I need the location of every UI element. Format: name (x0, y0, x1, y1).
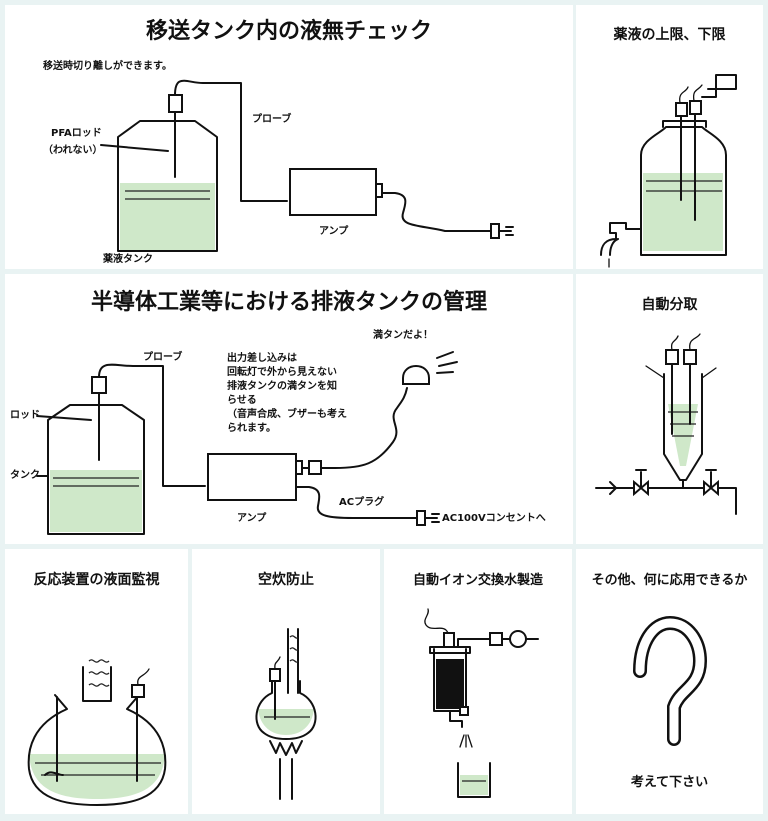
ac-plug-label: ACプラグ (339, 497, 385, 508)
panel-title: 半導体工業等における排液タンクの管理 (90, 290, 487, 315)
panel-upper-lower: 薬液の上限、下限 (576, 5, 763, 269)
amp-label: アンプ (319, 226, 349, 237)
semiconductor-diagram (36, 351, 458, 535)
panel-tank-check: 移送タンク内の液無チェック 移送時切り離しができます。 プローブ PFAロッド … (5, 5, 573, 269)
detach-label: 移送時切り離しができます。 (43, 61, 172, 72)
tank-label: 薬液タンク (103, 254, 153, 265)
description-line: 回転灯で外から見えない (227, 367, 337, 378)
rod-label: ロッド (10, 410, 40, 421)
panel-title: 反応装置の液面監視 (33, 572, 160, 588)
dry-heat-diagram (255, 628, 317, 800)
panel-title: 空炊防止 (258, 572, 314, 588)
panel-other: その他、何に応用できるか 考えて下さい (576, 549, 763, 814)
probe-label: プローブ (143, 352, 183, 363)
amp-label: アンプ (237, 513, 267, 524)
tank-check-diagram (100, 79, 514, 252)
description-line: らせる (227, 395, 257, 406)
panel-title: その他、何に応用できるか (591, 573, 748, 588)
panel-semiconductor: 半導体工業等における排液タンクの管理 満タンだよ！ プローブ 出力差し込みは 回… (5, 274, 573, 544)
description-line: 出力差し込みは (227, 353, 297, 364)
outlet-label: AC100Vコンセントへ (442, 513, 546, 524)
rod-label-1: PFAロッド (51, 128, 102, 139)
reaction-diagram (27, 659, 167, 806)
probe-label: プローブ (252, 114, 292, 125)
panel-title: 移送タンク内の液無チェック (145, 19, 432, 44)
upper-lower-diagram (600, 74, 737, 268)
ion-exchange-diagram (424, 608, 539, 798)
panel-dry-heat: 空炊防止 (192, 549, 380, 814)
description-text: 出力差し込みは 回転灯で外から見えない 排液タンクの満タンを知 らせる （音声合… (227, 352, 347, 436)
panel-reaction: 反応装置の液面監視 (5, 549, 188, 814)
full-alarm-label: 満タンだよ！ (373, 330, 433, 341)
description-line: （音声合成、ブザーも考え (227, 409, 347, 420)
tank-label: タンク (10, 470, 40, 481)
question-mark-icon (633, 615, 708, 746)
panel-title: 自動分取 (641, 297, 698, 313)
panel-auto-dispense: 自動分取 (576, 274, 763, 544)
panel-title: 自動イオン交換水製造 (412, 573, 543, 588)
description-line: 排液タンクの満タンを知 (227, 381, 337, 392)
description-line: られます。 (227, 423, 276, 434)
panel-title: 薬液の上限、下限 (613, 27, 726, 43)
caption: 考えて下さい (630, 775, 709, 790)
auto-dispense-diagram (595, 333, 737, 515)
panel-ion-exchange: 自動イオン交換水製造 (384, 549, 572, 814)
rod-label-2: （われない） (43, 145, 103, 156)
